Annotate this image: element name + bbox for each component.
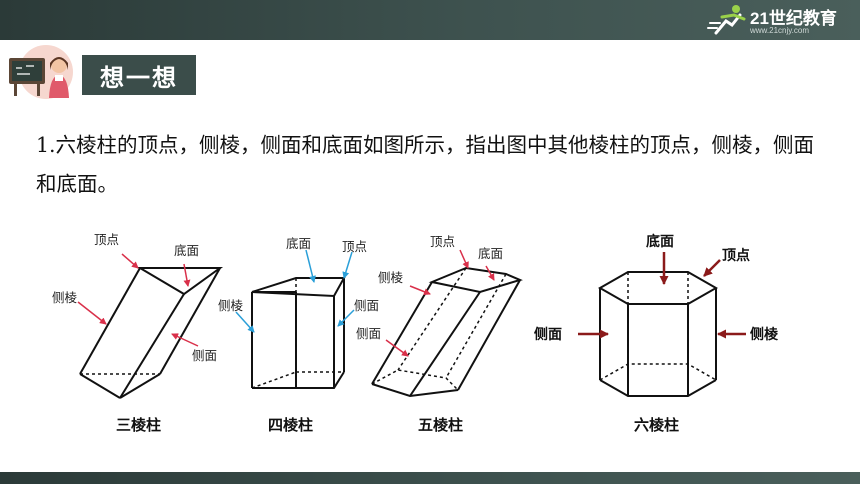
prism6-base-label: 底面: [646, 233, 674, 250]
prism5-base-label: 底面: [478, 246, 503, 261]
prism3-vertex-label: 顶点: [94, 232, 119, 247]
prism3-caption: 三棱柱: [116, 416, 161, 434]
prism-figure: 顶点 底面 侧棱 侧面 三棱柱 底面 顶点 侧棱 侧面 四棱柱: [34, 222, 834, 450]
prism6-lateral-face-label: 侧面: [534, 326, 562, 343]
prism5-caption: 五棱柱: [418, 416, 463, 434]
pentagonal-prism: 顶点 底面 侧棱 侧面 五棱柱: [356, 234, 523, 434]
prism5-lateral-edge-label: 侧棱: [378, 270, 404, 285]
site-logo[interactable]: 21世纪教育 www.21cnjy.com: [706, 3, 846, 37]
hexagonal-prism: 底面 顶点 侧面 侧棱 六棱柱: [534, 233, 779, 434]
prism6-caption: 六棱柱: [634, 416, 679, 434]
quadrilateral-prism: 底面 顶点 侧棱 侧面 四棱柱: [218, 236, 379, 434]
prism3-lateral-face-label: 侧面: [192, 348, 217, 363]
prism5-vertex-label: 顶点: [430, 234, 455, 249]
prism3-lateral-edge-label: 侧棱: [52, 290, 78, 305]
prism3-base-label: 底面: [174, 243, 199, 258]
prism4-base-label: 底面: [286, 236, 311, 251]
prism5-lateral-face-label: 侧面: [356, 326, 381, 341]
runner-logo-icon: [707, 5, 746, 35]
bottom-banner: [0, 472, 860, 484]
question-text: 1.六棱柱的顶点，侧棱，侧面和底面如图所示，指出图中其他棱柱的顶点，侧棱，侧面和…: [36, 133, 815, 196]
teacher-blackboard-illustration: [6, 44, 78, 100]
prism4-lateral-face-label: 侧面: [354, 298, 379, 313]
logo-text: 21世纪教育: [750, 9, 837, 28]
section-title: 想一想: [82, 55, 196, 95]
prism4-lateral-edge-label: 侧棱: [218, 298, 244, 313]
prism6-vertex-label: 顶点: [722, 247, 750, 264]
prism4-vertex-label: 顶点: [342, 239, 367, 254]
top-banner: 21世纪教育 www.21cnjy.com: [0, 0, 860, 40]
prism4-caption: 四棱柱: [268, 416, 313, 434]
prism6-lateral-edge-label: 侧棱: [750, 326, 779, 343]
triangular-prism: 顶点 底面 侧棱 侧面 三棱柱: [52, 232, 224, 434]
logo-url: www.21cnjy.com: [750, 26, 809, 35]
